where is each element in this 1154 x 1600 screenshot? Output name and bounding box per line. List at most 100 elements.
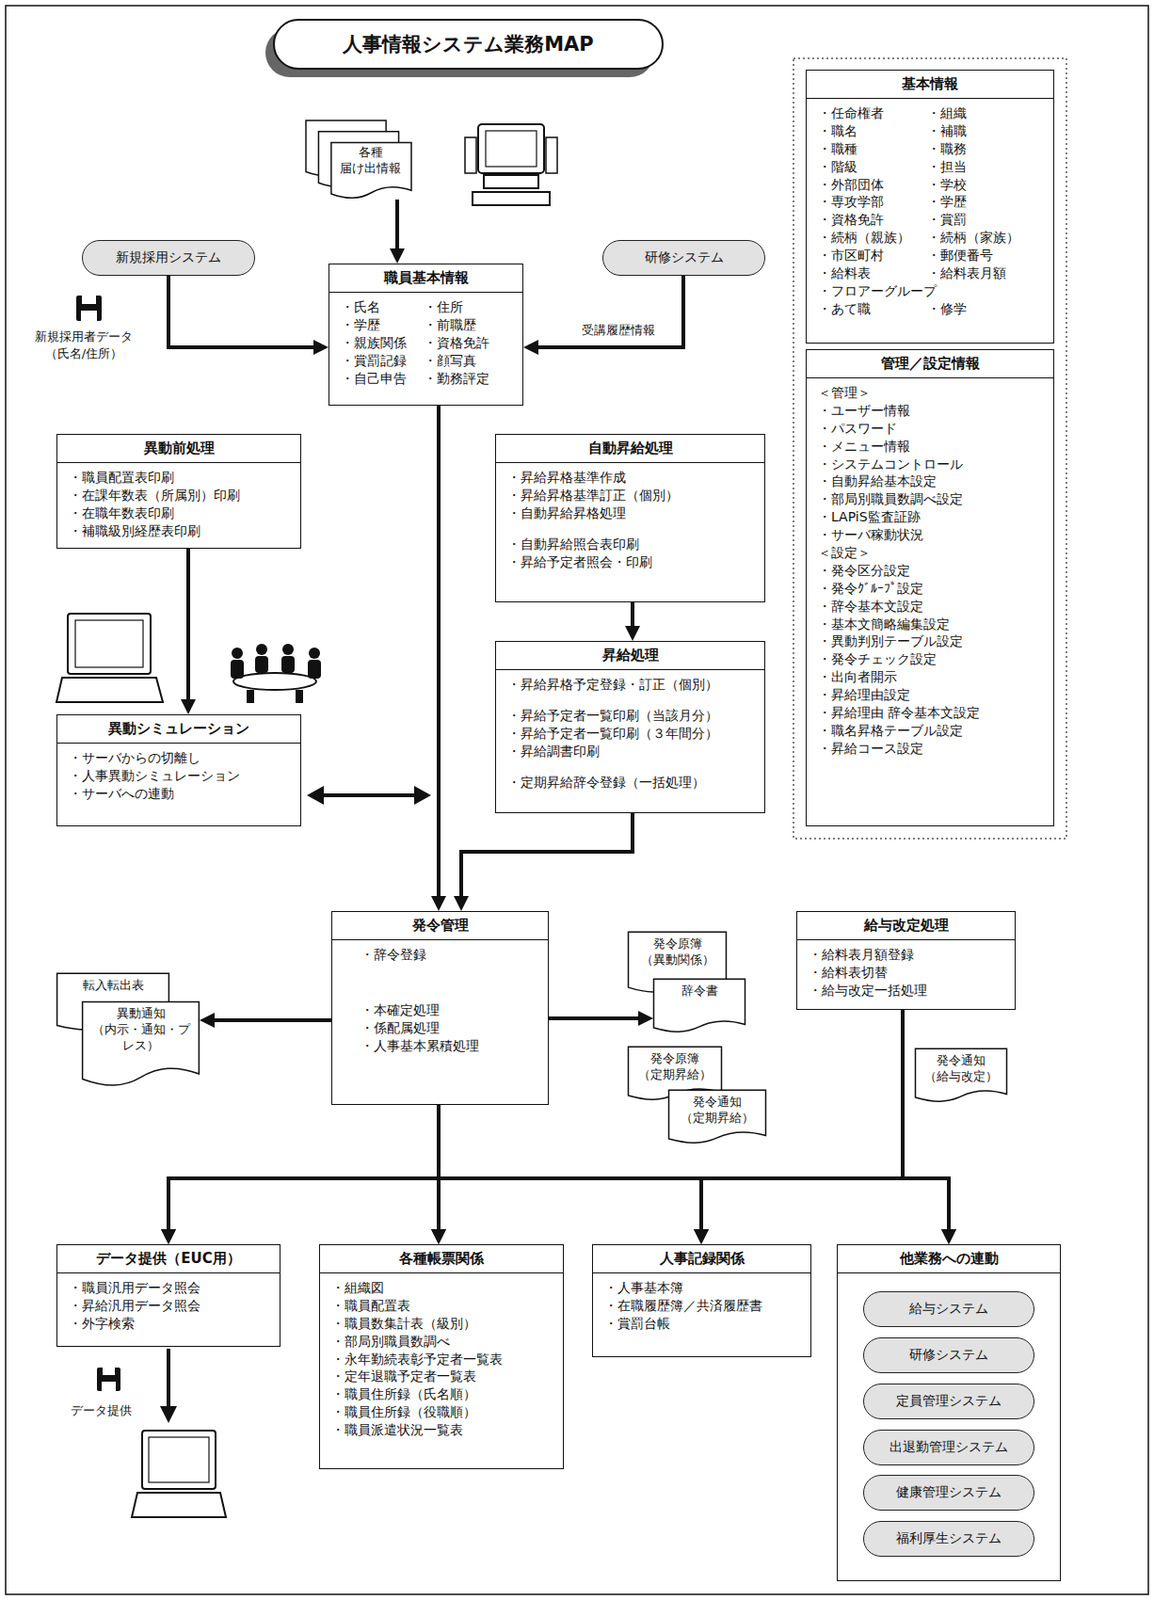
flow-arrow bbox=[436, 405, 441, 900]
list-item: ・職員配置表 bbox=[331, 1297, 503, 1315]
pill-text: 研修システム bbox=[909, 1346, 989, 1364]
list-item: ・職員住所録（氏名順） bbox=[331, 1385, 503, 1404]
box-heading: 給与改定処理 bbox=[797, 912, 1015, 941]
list-item: ・昇給昇格予定登録・訂正（個別） bbox=[507, 675, 719, 694]
flow-arrow bbox=[168, 275, 318, 348]
box-heading: 人事記録関係 bbox=[593, 1245, 811, 1274]
list-item: ・発令ｸﾞﾙｰﾌﾟ設定 bbox=[817, 579, 980, 598]
output-box: 他業務への連動給与システム研修システム定員管理システム出退勤管理システム健康管理… bbox=[836, 1244, 1061, 1582]
document-text: 発令通知 （給与改定） bbox=[919, 1053, 1003, 1086]
document-text: 発令原簿 （定期昇給） bbox=[632, 1051, 718, 1084]
note-label: データ提供 bbox=[58, 1402, 144, 1420]
list-item: ・昇給調書印刷 bbox=[507, 742, 719, 761]
list-item: ・資格免許 bbox=[817, 210, 911, 229]
box-heading: 管理／設定情報 bbox=[806, 350, 1054, 379]
list-item: ・在課年数表（所属別）印刷 bbox=[68, 486, 241, 505]
box-body: ＜管理＞・ユーザー情報・パスワード・メニュー情報・システムコントロール・自動昇給… bbox=[806, 378, 1054, 766]
document-shape: 異動通知（内示・通知・プレス） bbox=[81, 1001, 200, 1089]
title-text: 人事情報システム業務MAP bbox=[342, 31, 594, 58]
list-item: ・昇給予定者一覧印刷（当該月分） bbox=[507, 706, 719, 725]
list-item: ・在職年数表印刷 bbox=[68, 504, 241, 523]
list-item: ・あて職 bbox=[817, 300, 911, 319]
list-item: ・昇給予定者照会・印刷 bbox=[507, 553, 679, 572]
list-item: ・任命権者 bbox=[817, 104, 911, 123]
list-item: ・昇給理由設定 bbox=[817, 686, 980, 705]
list-item: ・発令チェック設定 bbox=[817, 650, 980, 669]
laptop-icon bbox=[131, 1430, 226, 1518]
document-shape: 発令通知 （定期昇給） bbox=[668, 1089, 767, 1145]
list-item: ・前職歴 bbox=[423, 316, 490, 335]
process-box: 発令管理・辞令登録・本確定処理・係配属処理・人事基本累積処理 bbox=[331, 911, 549, 1106]
list-item: ・修学 bbox=[927, 300, 1020, 319]
list-item: ・自動昇給基本設定 bbox=[817, 472, 980, 491]
document-text: 発令原簿 （異動関係） bbox=[632, 936, 722, 969]
edge-label: 受講履歴情報 bbox=[579, 322, 658, 339]
pill-text: 福利厚生システム bbox=[896, 1530, 1002, 1548]
box-body: ・氏名・住所・学歴・前職歴・親族関係・資格免許・賞罰記録・顔写真・自己申告・勤務… bbox=[329, 292, 523, 395]
system-pill: 研修システム bbox=[602, 240, 766, 276]
list-item: ・専攻学部 bbox=[817, 192, 911, 211]
list-item: ・メニュー情報 bbox=[817, 437, 980, 456]
document-shape: 辞令書 bbox=[653, 978, 746, 1034]
box-heading: 基本情報 bbox=[806, 70, 1054, 99]
system-pill: 給与システム bbox=[863, 1291, 1035, 1328]
list-item: ・組織 bbox=[927, 104, 1020, 123]
box-body: ・サーバからの切離し・人事異動シミュレーション・サーバへの連動 bbox=[57, 743, 301, 811]
list-item: ・永年勤続表彰予定者一覧表 bbox=[331, 1350, 503, 1369]
box-body: ・職員汎用データ照会・昇給汎用データ照会・外字検索 bbox=[57, 1273, 280, 1341]
box-body: ・職員配置表印刷・在課年数表（所属別）印刷・在職年数表印刷・補職級別経歴表印刷 bbox=[57, 463, 301, 548]
flow-arrow bbox=[534, 275, 684, 348]
output-box: 各種帳票関係・組織図・職員配置表・職員数集計表（級別）・部局別職員数調べ・永年勤… bbox=[319, 1244, 564, 1470]
list-item: ・親族関係 bbox=[340, 334, 407, 353]
system-pill: 新規採用システム bbox=[81, 240, 256, 276]
document-body: 異動通知（内示・通知・プレス） bbox=[81, 1001, 200, 1069]
list-item: ・職名昇格テーブル設定 bbox=[817, 721, 980, 740]
document-sheet bbox=[914, 1048, 1007, 1102]
laptop-icon bbox=[56, 613, 163, 703]
list-item: ・給料表 bbox=[817, 264, 911, 283]
box-heading: 他業務への連動 bbox=[837, 1245, 1060, 1274]
list-item: ・発令区分設定 bbox=[817, 561, 980, 580]
document-sheet bbox=[82, 1001, 200, 1086]
pill-text: 研修システム bbox=[644, 249, 724, 267]
list-item: ・担当 bbox=[927, 158, 1020, 177]
list-item: ・職員数集計表（級別） bbox=[331, 1314, 503, 1333]
system-pill: 定員管理システム bbox=[863, 1383, 1035, 1420]
pill-text: 新規採用システム bbox=[115, 249, 222, 267]
list-item: ・階級 bbox=[817, 158, 911, 177]
process-box: 昇給処理・昇給昇格予定登録・訂正（個別）・昇給予定者一覧印刷（当該月分）・昇給予… bbox=[495, 641, 766, 814]
list-item: ・組織図 bbox=[331, 1279, 503, 1298]
floppy-icon bbox=[76, 295, 102, 321]
document-sheet bbox=[653, 978, 745, 1032]
document-text: 発令通知 （定期昇給） bbox=[673, 1094, 762, 1127]
flow-arrow bbox=[186, 548, 191, 704]
box-body: ・任命権者・組織・職名・補職・職種・職務・階級・担当・外部団体・学校・専攻学部・… bbox=[806, 98, 1054, 326]
list-item: ・補職級別経歴表印刷 bbox=[68, 522, 241, 541]
process-box: 給与改定処理・給料表月額登録・給料表切替・給与改定一括処理 bbox=[796, 911, 1016, 1010]
flow-arrow bbox=[395, 199, 400, 253]
list-item: ・学歴 bbox=[340, 316, 407, 335]
meeting-picture bbox=[230, 643, 321, 704]
list-item: ・外部団体 bbox=[817, 176, 911, 194]
list-item: ・部局別職員数調べ設定 bbox=[817, 490, 980, 509]
box-heading: データ提供（EUC用） bbox=[57, 1245, 280, 1274]
list-item: ・給料表切替 bbox=[808, 963, 928, 982]
list-item: ・職務 bbox=[927, 140, 1020, 159]
box-body: ・昇給昇格予定登録・訂正（個別）・昇給予定者一覧印刷（当該月分）・昇給予定者一覧… bbox=[496, 670, 765, 799]
document-body: 発令通知 （給与改定） bbox=[914, 1048, 1008, 1100]
document-text: 各種 届け出情報 bbox=[333, 144, 408, 177]
document-shape: 発令通知 （給与改定） bbox=[914, 1048, 1008, 1104]
list-item: ・続柄（親族） bbox=[817, 228, 911, 247]
list-item: ・外字検索 bbox=[68, 1314, 201, 1333]
list-item: ・住所 bbox=[423, 298, 490, 317]
list-item: ・自動昇給照合表印刷 bbox=[507, 535, 679, 554]
list-item: ・勤務評定 bbox=[423, 369, 490, 388]
box-body: ・組織図・職員配置表・職員数集計表（級別）・部局別職員数調べ・永年勤続表彰予定者… bbox=[320, 1273, 563, 1447]
list-item: ・辞令基本文設定 bbox=[817, 597, 980, 616]
list-item: ・氏名 bbox=[340, 298, 407, 317]
system-pill: 健康管理システム bbox=[863, 1474, 1035, 1511]
list-item: ・LAPiS監査証跡 bbox=[817, 508, 980, 527]
down-arrow bbox=[160, 1348, 177, 1424]
list-item: ・続柄（家族） bbox=[927, 228, 1020, 247]
